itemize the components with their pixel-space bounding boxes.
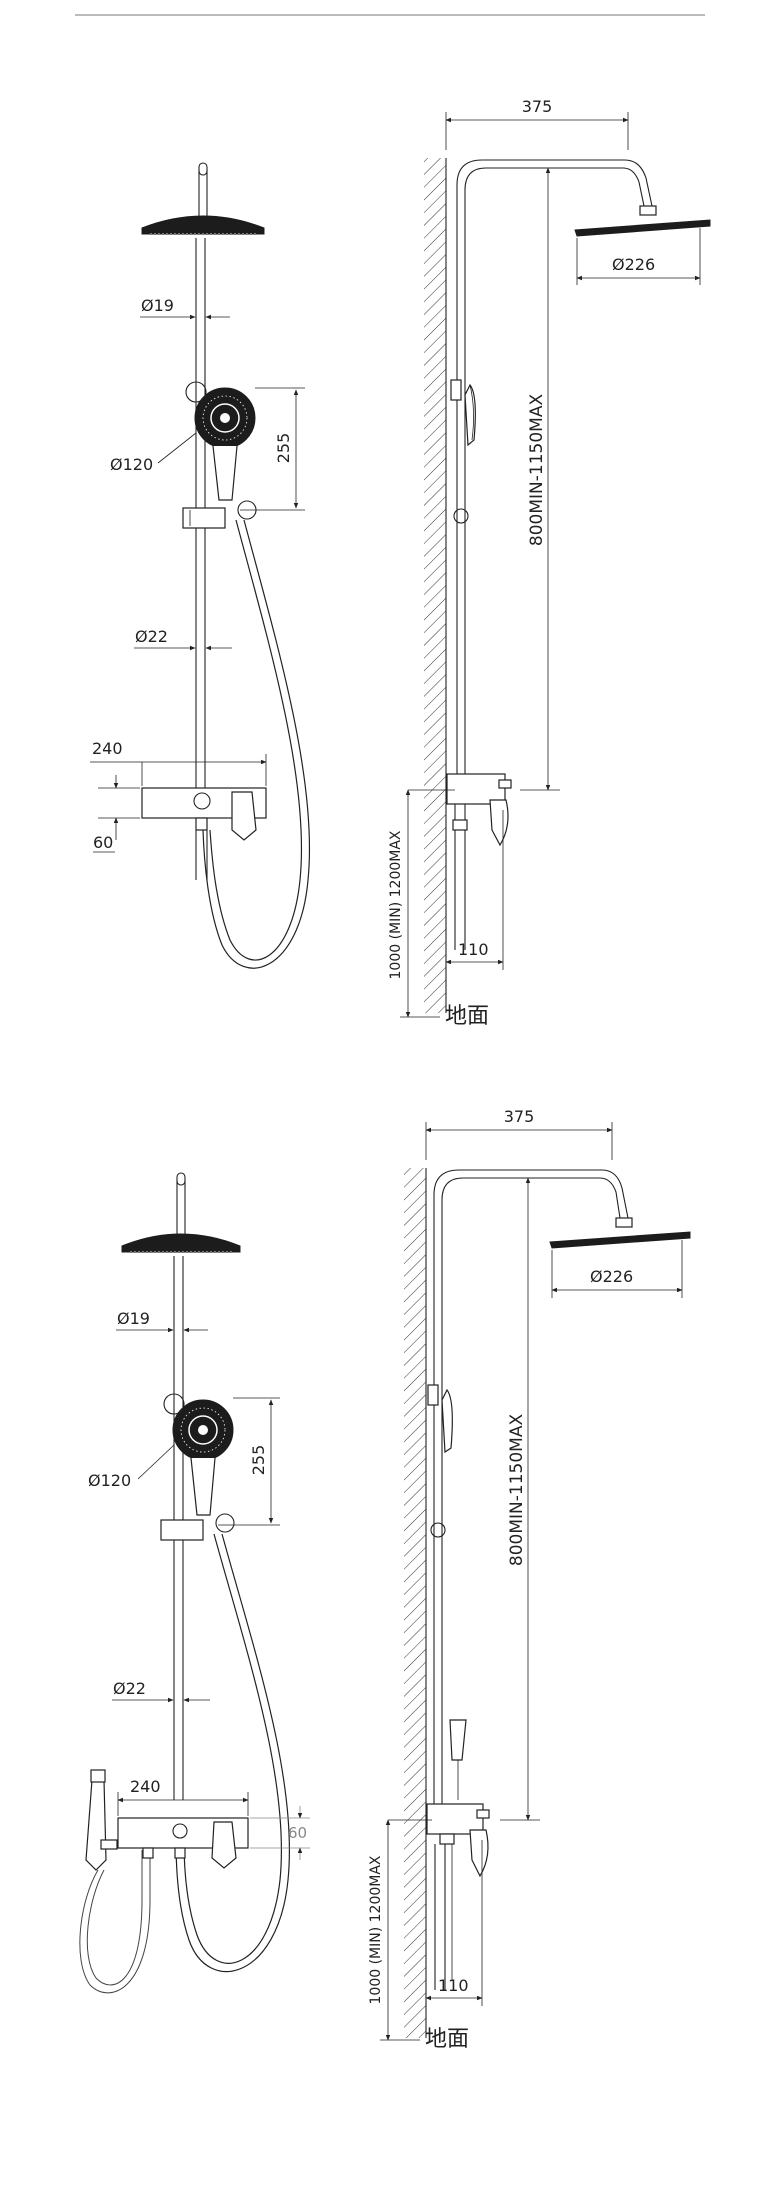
slide-bracket: [182, 507, 226, 529]
dim-wall-offset: 110: [438, 1976, 469, 1995]
diagram-b-front-view: Ø19 Ø120 255 Ø22: [79, 1172, 310, 1994]
wall-hatch: [404, 1168, 426, 2038]
dim-pipe-diameter: Ø22: [135, 627, 168, 646]
rain-shower-head-side: [574, 219, 711, 237]
dim-arm-projection: 375: [504, 1107, 535, 1126]
dim-mixer-width: 240: [92, 739, 123, 758]
diagram-b-side-view: 375 Ø226 800MIN-1150MAX 110: [368, 1107, 691, 2052]
diagram-a-side-view: 375 Ø226 800MIN-1150MAX 110 1: [388, 97, 711, 1029]
dim-riser-diameter: Ø19: [141, 296, 174, 315]
bidet-sprayer-side: [449, 1719, 467, 1761]
floor-label: 地面: [445, 1004, 489, 1029]
bidet-sprayer: [85, 1779, 107, 1871]
dim-height-range: 800MIN-1150MAX: [527, 394, 547, 547]
dim-hand-shower-spacing: 255: [274, 433, 293, 464]
diagram-a-front-view: Ø19 Ø120 255 Ø22: [90, 162, 311, 969]
dim-riser-diameter: Ø19: [117, 1309, 150, 1328]
dim-hand-shower-diameter: Ø120: [88, 1471, 131, 1490]
slide-bracket: [160, 1519, 204, 1541]
dim-hand-shower-diameter: Ø120: [110, 455, 153, 474]
dim-hand-shower-spacing: 255: [249, 1445, 268, 1476]
dim-floor-height: 1000 (MIN) 1200MAX: [368, 1855, 384, 2004]
rain-shower-head: [141, 215, 265, 235]
dim-head-diameter: Ø226: [612, 255, 655, 274]
dim-head-diameter: Ø226: [590, 1267, 633, 1286]
dim-arm-projection: 375: [522, 97, 553, 116]
shower-hose: [183, 1533, 283, 1964]
dim-mixer-height: 60: [93, 833, 113, 852]
dim-wall-offset: 110: [458, 940, 489, 959]
wall-hatch: [424, 158, 446, 1013]
hand-shower-side: [441, 1388, 453, 1454]
dim-height-range: 800MIN-1150MAX: [507, 1414, 527, 1567]
dim-floor-height: 1000 (MIN) 1200MAX: [388, 830, 404, 979]
dim-pipe-diameter: Ø22: [113, 1679, 146, 1698]
shower-hose: [209, 519, 303, 961]
rain-shower-head-side: [549, 1231, 691, 1249]
floor-label: 地面: [425, 2027, 469, 2052]
dim-mixer-height: 60: [288, 1824, 307, 1842]
dim-mixer-width: 240: [130, 1777, 161, 1796]
mixer-side: [446, 773, 506, 805]
rain-shower-head: [121, 1233, 241, 1253]
mixer-side: [426, 1803, 484, 1835]
